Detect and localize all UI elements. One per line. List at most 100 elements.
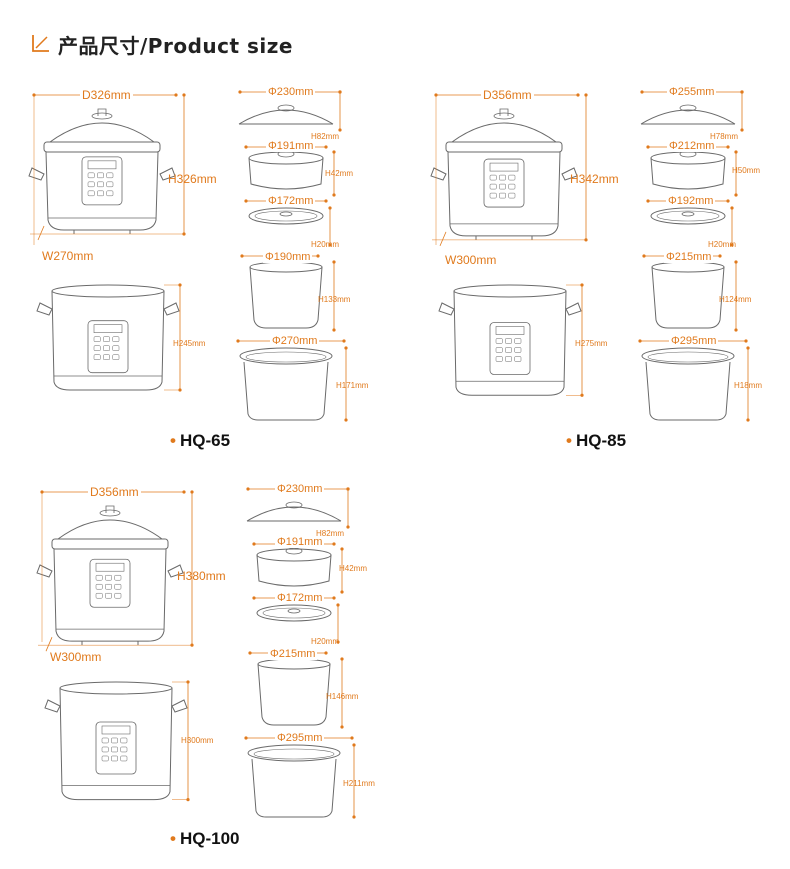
panel-button	[93, 345, 101, 351]
panel-button	[93, 354, 101, 360]
dimension-dot	[746, 418, 750, 422]
dimension-dot	[718, 254, 722, 258]
panel-button	[95, 583, 103, 590]
hq85-inner-lid-height: H50mm	[732, 166, 761, 175]
glass-lid	[57, 519, 163, 540]
dimension-dot	[584, 93, 588, 97]
right-handle	[163, 302, 180, 316]
cooker-body	[447, 151, 561, 237]
hq65-inner-lid-height: H42mm	[325, 169, 354, 178]
panel-button	[106, 181, 114, 188]
panel-button	[120, 737, 128, 744]
dimension-dot	[350, 736, 354, 740]
panel-button	[95, 574, 103, 581]
dimension-dot	[336, 603, 340, 607]
hq65-lid-height: H82mm	[311, 132, 340, 141]
dimension-dot	[642, 254, 646, 258]
cooker-body-open	[453, 290, 567, 396]
hq85-small-lid-diameter: Φ192mm	[666, 195, 716, 207]
dimension-dot	[336, 640, 340, 644]
small-lid-inner	[262, 607, 326, 619]
dimension-dot	[332, 150, 336, 154]
dimension-dot	[182, 490, 186, 494]
ceramic-lid-top	[256, 548, 332, 562]
glass-lid-part	[238, 109, 334, 125]
dimension-dot	[328, 243, 332, 247]
dimension-dot	[338, 128, 342, 132]
hq65-small-lid-height: H20mm	[311, 240, 340, 249]
panel-display	[489, 162, 519, 172]
panel-button	[112, 336, 120, 342]
small-lid	[256, 604, 332, 622]
steamer-inner	[253, 748, 335, 760]
lid-knob	[99, 509, 121, 517]
inner-pot	[249, 266, 323, 329]
dimension-dot	[246, 487, 250, 491]
hq85-steamer-height: H18mm	[734, 381, 763, 390]
panel-button	[95, 592, 103, 599]
lid-knob	[285, 547, 303, 555]
left-handle	[44, 699, 61, 713]
steamer-body	[645, 361, 731, 421]
steamer-rim	[247, 744, 341, 762]
dimension-dot	[332, 193, 336, 197]
hq100-inner-pot-diameter: Φ215mm	[268, 648, 318, 660]
steamer-body	[243, 361, 329, 421]
body-rim	[51, 284, 165, 298]
glass-lid	[49, 122, 155, 143]
hq65-steamer-diameter: Φ270mm	[270, 335, 320, 347]
panel-button	[514, 347, 522, 353]
hq100-cooker-diameter: D356mm	[88, 485, 141, 499]
lid-knob	[679, 104, 697, 112]
panel-button	[97, 190, 104, 197]
dimension-dot	[328, 206, 332, 210]
panel-button	[495, 338, 503, 344]
cooker-body	[45, 151, 159, 231]
hq85-cooker-width: W300mm	[445, 253, 497, 267]
hq65-inner-pot-diameter: Φ190mm	[263, 251, 313, 263]
hq100-inner-lid-height: H42mm	[339, 564, 368, 573]
panel-button	[514, 356, 522, 362]
right-handle	[171, 699, 188, 713]
cooker-body	[53, 548, 167, 642]
hq100-lid-height: H82mm	[316, 529, 345, 538]
cooker-rim	[445, 141, 563, 153]
hq85-body-height: H275mm	[575, 339, 608, 348]
dimension-dot	[352, 743, 356, 747]
dimension-dot	[646, 199, 650, 203]
panel-button	[87, 172, 95, 179]
hq65-body-height: H245mm	[173, 339, 206, 348]
steamer-inner	[245, 351, 327, 363]
panel-button	[97, 172, 104, 179]
dimension-dot	[730, 206, 734, 210]
dimension-dot	[726, 199, 730, 203]
right-handle	[561, 167, 578, 181]
hq85-cooker-diameter: D356mm	[481, 88, 534, 102]
dimension-dot	[324, 651, 328, 655]
dimension-dot	[340, 725, 344, 729]
dimension-dot	[740, 90, 744, 94]
panel-display	[87, 160, 117, 170]
cooker-body-open	[51, 290, 165, 391]
page-title: 产品尺寸/Product size	[58, 34, 293, 58]
panel-button	[106, 190, 114, 197]
dimension-dot	[576, 93, 580, 97]
corner-arrow-icon	[32, 35, 49, 52]
panel-button	[495, 356, 503, 362]
panel-button	[514, 338, 522, 344]
ceramic-lid-top	[650, 151, 726, 165]
hq85-cooker-height: H342mm	[570, 172, 619, 186]
dimension-dot	[344, 418, 348, 422]
inner-pot	[651, 266, 725, 329]
panel-button	[120, 746, 128, 753]
dimension-dot	[332, 596, 336, 600]
panel-button	[105, 583, 112, 590]
hq65-cooker-width: W270mm	[42, 249, 94, 263]
inner-pot	[257, 663, 331, 726]
dimension-dot	[746, 346, 750, 350]
width-pointer	[439, 231, 447, 247]
width-pointer	[45, 637, 53, 652]
hq100-body-height: H300mm	[181, 736, 214, 745]
panel-button	[114, 583, 122, 590]
